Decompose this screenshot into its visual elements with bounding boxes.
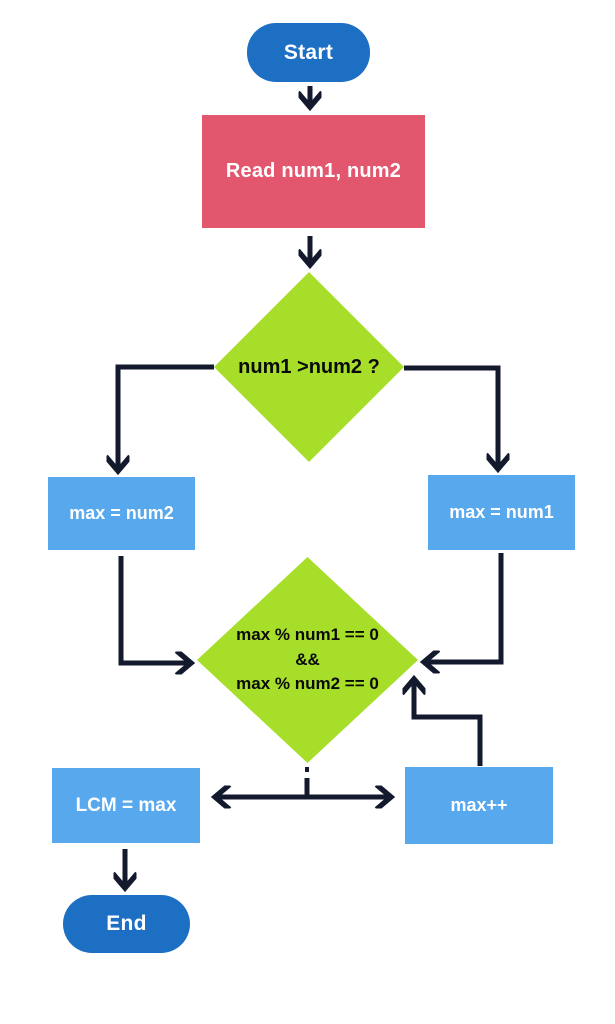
- node-assign-max-num2: max = num2: [48, 477, 195, 550]
- node-start: Start: [247, 23, 370, 82]
- node-end-label: End: [106, 912, 147, 935]
- node-increment-max: max++: [405, 767, 553, 844]
- node-decision-divisible-line1: max % num1 == 0: [236, 625, 379, 645]
- arrow-max-num2-to-decision2: [118, 556, 191, 663]
- node-end: End: [63, 895, 190, 953]
- node-decision-divisible-line3: max % num2 == 0: [236, 674, 379, 694]
- arrow-decision1-to-max-num2: [118, 364, 214, 471]
- node-assign-lcm: LCM = max: [52, 768, 200, 843]
- arrow-max-num1-to-decision2: [424, 553, 504, 662]
- node-assign-max-num2-label: max = num2: [69, 503, 174, 523]
- node-increment-max-label: max++: [450, 795, 508, 815]
- arrow-decision1-to-max-num1: [404, 365, 498, 469]
- node-assign-lcm-label: LCM = max: [75, 794, 177, 816]
- node-assign-max-num1-label: max = num1: [449, 502, 554, 522]
- node-assign-max-num1: max = num1: [428, 475, 575, 550]
- node-decision-divisible: max % num1 == 0 && max % num2 == 0: [197, 557, 418, 763]
- node-decision-compare-label: num1 >num2 ?: [238, 355, 380, 378]
- node-start-label: Start: [283, 40, 334, 64]
- node-decision-compare: num1 >num2 ?: [214, 272, 404, 462]
- arrow-increment-loop-to-decision2: [414, 679, 483, 766]
- node-read-input: Read num1, num2: [202, 115, 425, 228]
- node-decision-divisible-line2: &&: [295, 649, 320, 669]
- node-read-input-label: Read num1, num2: [225, 160, 402, 182]
